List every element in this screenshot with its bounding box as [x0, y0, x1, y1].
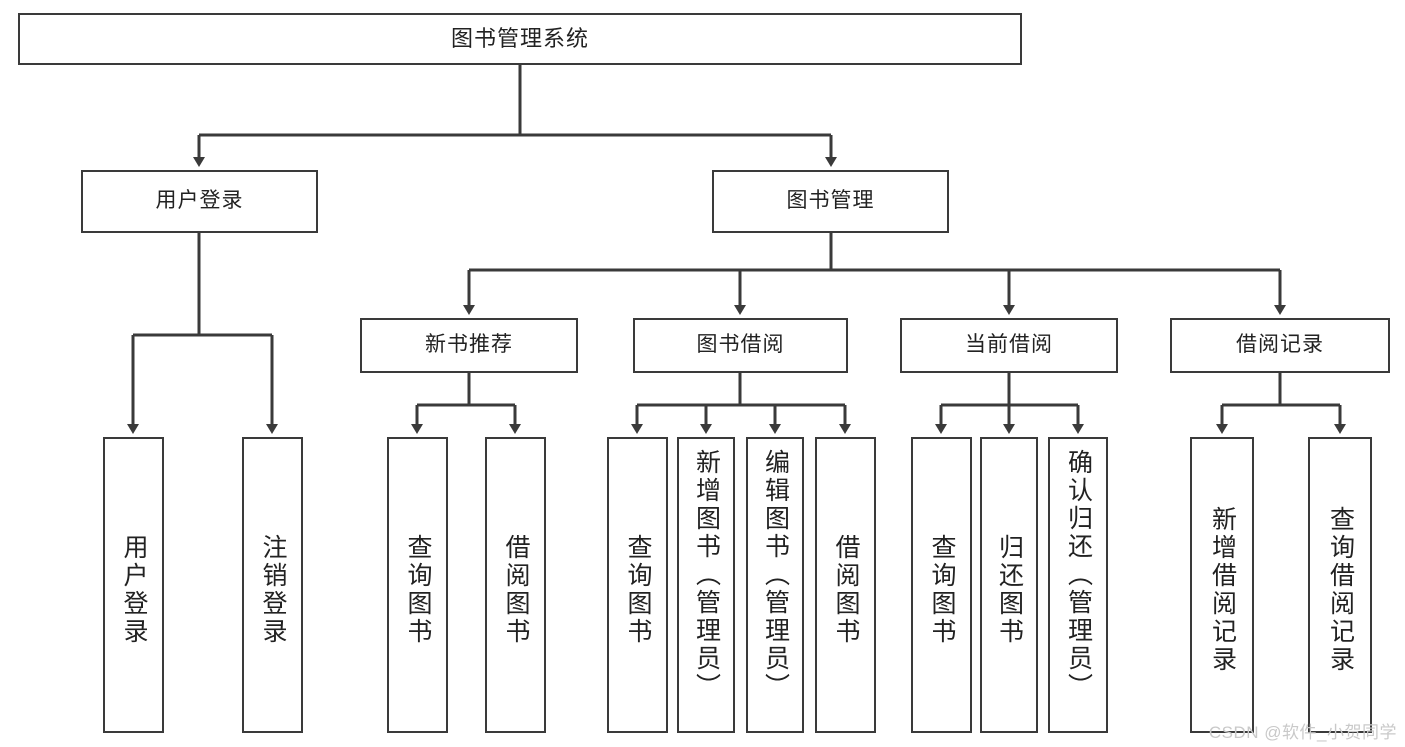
node-current-borrowing[interactable]: 当前借阅 [900, 318, 1118, 373]
node-label: 注销登录 [259, 534, 287, 646]
leaf-logout[interactable]: 注销登录 [242, 437, 303, 733]
node-label: 查询图书 [928, 534, 956, 646]
node-label: 借阅记录 [1236, 333, 1324, 357]
leaf-query-borrow-record[interactable]: 查询借阅记录 [1308, 437, 1372, 733]
node-label: 图书借阅 [696, 333, 785, 357]
leaf-edit-book-admin[interactable]: 编辑图书（管理员） [746, 437, 804, 733]
node-label: 确认归还（管理员） [1064, 449, 1093, 701]
node-label: 图书管理 [786, 189, 875, 213]
leaf-add-book-admin[interactable]: 新增图书（管理员） [677, 437, 735, 733]
node-label: 借阅图书 [502, 534, 530, 646]
node-label: 图书管理系统 [450, 26, 589, 52]
node-book-management[interactable]: 图书管理 [712, 170, 949, 233]
leaf-query-book-new[interactable]: 查询图书 [387, 437, 448, 733]
leaf-return-book[interactable]: 归还图书 [980, 437, 1038, 733]
node-label: 用户登录 [120, 534, 148, 646]
leaf-add-borrow-record[interactable]: 新增借阅记录 [1190, 437, 1254, 733]
node-label: 当前借阅 [965, 333, 1053, 357]
leaf-query-book-borrow[interactable]: 查询图书 [607, 437, 668, 733]
node-borrowing-record[interactable]: 借阅记录 [1170, 318, 1390, 373]
node-label: 查询图书 [624, 534, 652, 646]
node-label: 新增借阅记录 [1208, 506, 1237, 674]
node-book-borrowing[interactable]: 图书借阅 [633, 318, 848, 373]
node-label: 归还图书 [995, 534, 1024, 646]
node-label: 借阅图书 [832, 534, 860, 646]
node-new-book-recommendation[interactable]: 新书推荐 [360, 318, 578, 373]
node-label: 查询借阅记录 [1326, 506, 1355, 674]
leaf-borrow-book-new[interactable]: 借阅图书 [485, 437, 546, 733]
node-label: 用户登录 [155, 189, 244, 213]
leaf-user-login[interactable]: 用户登录 [103, 437, 164, 733]
node-label: 查询图书 [404, 534, 432, 646]
node-book-management-system[interactable]: 图书管理系统 [18, 13, 1022, 65]
node-label: 编辑图书（管理员） [761, 449, 790, 701]
node-label: 新增图书（管理员） [692, 449, 721, 701]
leaf-borrow-book[interactable]: 借阅图书 [815, 437, 876, 733]
watermark-text: CSDN @软件_小贺同学 [1208, 723, 1397, 742]
node-label: 新书推荐 [425, 333, 513, 357]
node-user-login[interactable]: 用户登录 [81, 170, 318, 233]
leaf-query-book-current[interactable]: 查询图书 [911, 437, 972, 733]
leaf-confirm-return-admin[interactable]: 确认归还（管理员） [1048, 437, 1108, 733]
